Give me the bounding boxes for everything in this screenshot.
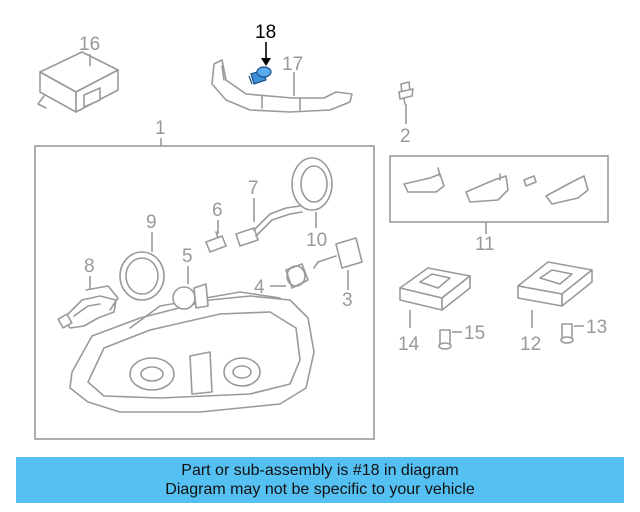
part-3-xenon-bulb[interactable] xyxy=(313,237,363,269)
part-11-bracket-kit[interactable] xyxy=(403,167,589,205)
bracket-kit-box xyxy=(389,155,609,223)
callout-9[interactable]: 9 xyxy=(146,212,157,233)
callout-3[interactable]: 3 xyxy=(342,290,353,311)
callout-10[interactable]: 10 xyxy=(306,230,327,251)
callout-17[interactable]: 17 xyxy=(282,54,303,75)
callout-18[interactable]: 18 xyxy=(255,22,276,43)
callout-7[interactable]: 7 xyxy=(248,178,259,199)
part-13-screw[interactable] xyxy=(560,323,574,344)
part-15-screw[interactable] xyxy=(438,329,452,350)
part-10-cap-ring[interactable] xyxy=(291,157,333,211)
callout-6[interactable]: 6 xyxy=(212,200,223,221)
part-6-small-bulb[interactable] xyxy=(205,231,227,253)
callout-8[interactable]: 8 xyxy=(84,256,95,277)
part-8-bulb-socket[interactable] xyxy=(57,285,119,329)
part-18-screw-highlighted[interactable] xyxy=(248,66,272,85)
part-12-ballast[interactable] xyxy=(517,261,593,307)
callout-16[interactable]: 16 xyxy=(79,34,100,55)
callout-1[interactable]: 1 xyxy=(155,118,166,139)
leader-18-arrowhead xyxy=(261,58,271,66)
callout-13[interactable]: 13 xyxy=(586,317,607,338)
callout-12[interactable]: 12 xyxy=(520,334,541,355)
part-16-control-module[interactable] xyxy=(37,51,119,113)
headlamp-assembly-box xyxy=(34,145,375,440)
parts-diagram: 16 17 18 2 1 xyxy=(34,22,609,440)
part-5-bulb[interactable] xyxy=(172,283,209,310)
part-4-igniter[interactable] xyxy=(285,263,309,289)
part-2-screw[interactable] xyxy=(398,81,414,105)
callout-5[interactable]: 5 xyxy=(182,246,193,267)
part-14-ballast[interactable] xyxy=(399,267,471,311)
callout-11[interactable]: 11 xyxy=(475,234,495,255)
banner-line-1: Part or sub-assembly is #18 in diagram xyxy=(181,462,459,479)
banner-line-2: Diagram may not be specific to your vehi… xyxy=(165,481,475,498)
callout-4[interactable]: 4 xyxy=(254,277,265,298)
info-banner: Part or sub-assembly is #18 in diagram D… xyxy=(16,457,624,503)
callout-15[interactable]: 15 xyxy=(464,323,485,344)
callout-2[interactable]: 2 xyxy=(400,126,411,147)
part-17-bracket[interactable] xyxy=(211,59,353,113)
callout-14[interactable]: 14 xyxy=(398,334,420,355)
part-9-seal-ring[interactable] xyxy=(119,251,165,301)
part-7-wire-socket[interactable] xyxy=(235,205,303,247)
headlamp-housing[interactable] xyxy=(69,291,315,413)
